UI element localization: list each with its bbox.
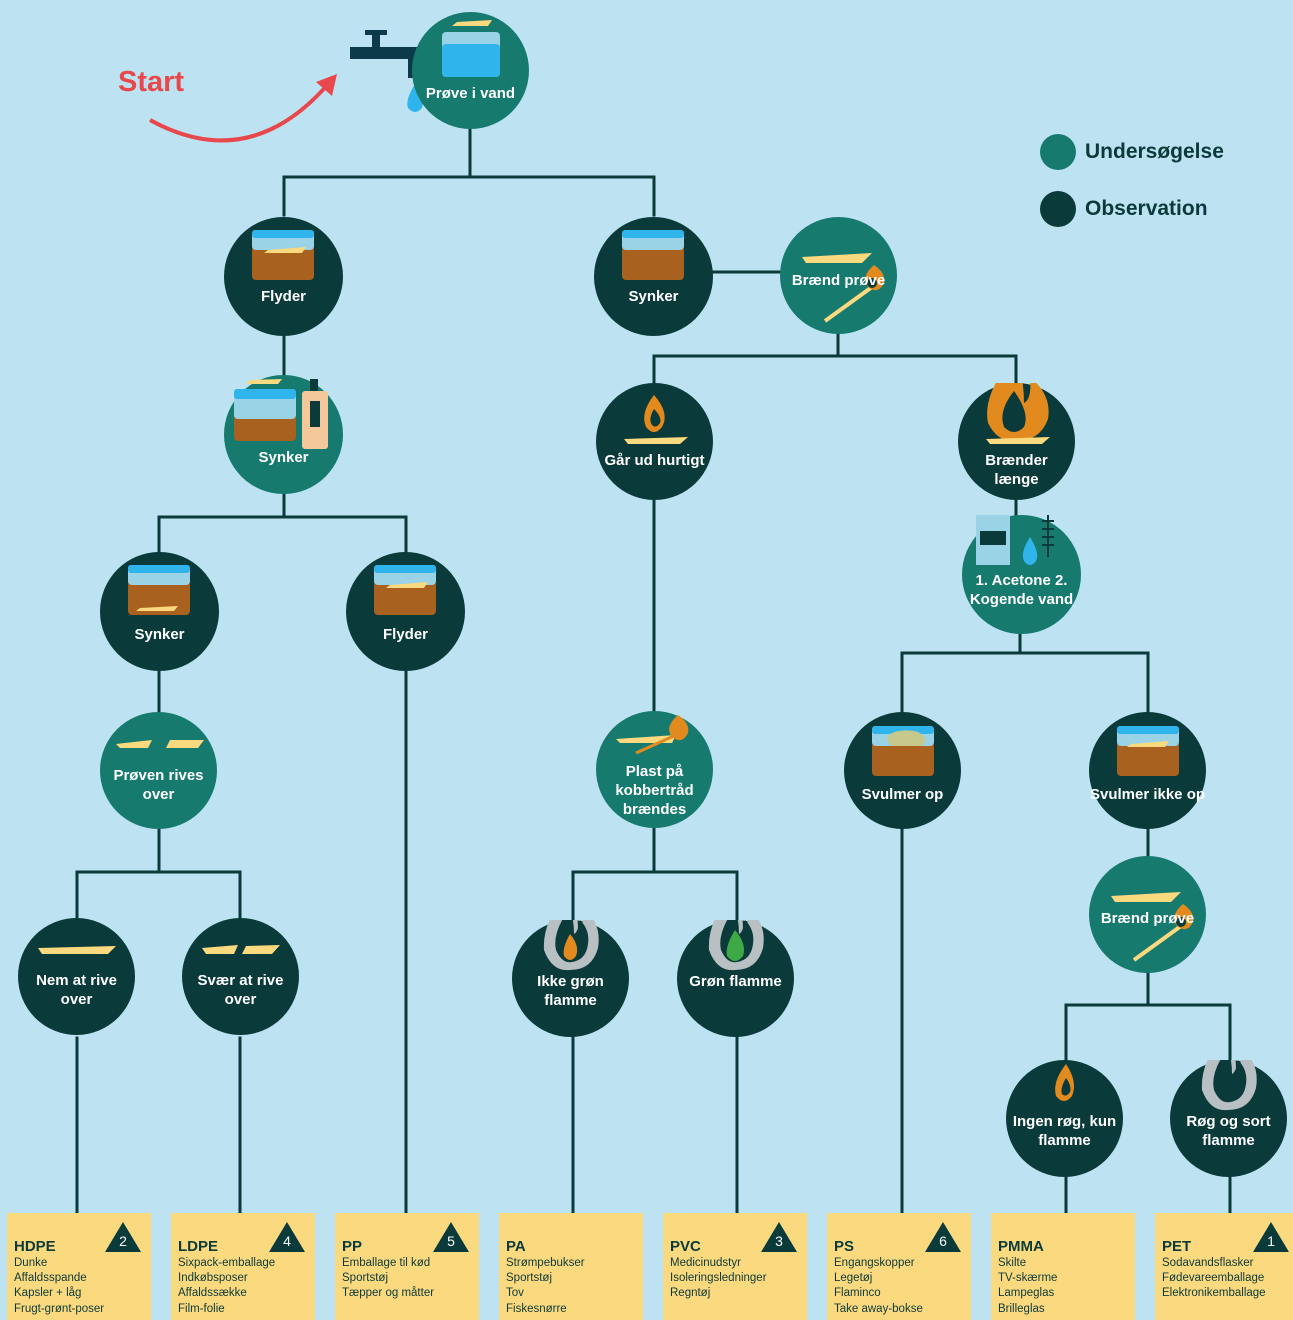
start-label: Start (118, 66, 185, 98)
node-tear-test: Prøven rives over (100, 712, 217, 829)
node-burn-test-2: Brænd prøve (1089, 856, 1206, 973)
torn-strip-icon (202, 945, 280, 954)
recycling-triangle-icon (1253, 1222, 1289, 1252)
node-no-smoke: Ingen røg, kun flamme (1006, 1060, 1123, 1177)
wire-flame-icon (616, 715, 689, 755)
strip-icon (38, 946, 116, 954)
plastic-name: LDPE (178, 1238, 219, 1255)
match-icon (1111, 892, 1194, 962)
node-sinks: Synker (594, 217, 713, 336)
node-burn-test-1: Brænd prøve (780, 217, 897, 334)
recycling-number: 4 (283, 1233, 291, 1249)
recycling-triangle-icon (761, 1222, 797, 1252)
glass-sinking-icon (622, 230, 684, 280)
node-goes-out: Går ud hurtigt (596, 383, 713, 500)
green-flame-icon (708, 920, 764, 971)
bottle-glass-icon (234, 379, 328, 449)
start-arrow-head (316, 74, 337, 96)
plastic-name: PMMA (998, 1238, 1044, 1255)
node-green: Grøn flamme (677, 920, 794, 1037)
water-glass-icon (442, 20, 500, 77)
glass-floating-icon (252, 230, 314, 280)
start-arrow (149, 80, 332, 143)
node-easy-tear: Nem at rive over (18, 918, 135, 1035)
recycling-number: 2 (119, 1233, 127, 1249)
orange-flame-icon (543, 920, 599, 971)
acetone-kettle-icon (976, 515, 1054, 565)
node-not-green: Ikke grøn flamme (512, 920, 629, 1037)
node-alcohol-test: Synker (224, 375, 343, 494)
recycling-triangle-icon (269, 1222, 305, 1252)
node-acetone: 1. Acetone 2. Kogende vand (962, 515, 1081, 634)
flame-icon (1055, 1064, 1074, 1101)
plastic-name: PVC (670, 1238, 701, 1255)
recycling-number: 5 (447, 1233, 455, 1249)
node-copper-wire: Plast på kobbertråd brændes (596, 711, 713, 828)
torn-strip-icon (116, 740, 204, 748)
glass-swelling-icon (872, 726, 934, 776)
recycling-number: 1 (1267, 1233, 1275, 1249)
smoke-flame-icon (1201, 1060, 1257, 1111)
glass-sinking-icon (128, 565, 190, 615)
node-burns-long: Brænder længe (958, 383, 1075, 500)
plastic-name: PA (506, 1238, 526, 1255)
node-smoke: Røg og sort flamme (1170, 1060, 1287, 1177)
node-water-test: Prøve i vand (412, 12, 529, 129)
node-floats: Flyder (224, 217, 343, 336)
legend-label: Undersøgelse (1085, 140, 1224, 163)
plastic-name: PET (1162, 1238, 1192, 1255)
plastic-name: PS (834, 1238, 855, 1255)
node-hard-tear: Svær at rive over (182, 918, 299, 1035)
glass-floating-icon (374, 565, 436, 615)
small-flame-icon (624, 395, 688, 444)
recycling-triangle-icon (433, 1222, 469, 1252)
glass-flat-icon (1117, 726, 1179, 776)
match-icon (802, 253, 885, 323)
node-no-swell: Svulmer ikke op (1089, 712, 1206, 829)
legend-label: Observation (1085, 197, 1208, 220)
node-sinks-left: Synker (100, 552, 219, 671)
recycling-number: 6 (939, 1233, 947, 1249)
node-swells: Svulmer op (844, 712, 961, 829)
recycling-triangle-icon (105, 1222, 141, 1252)
legend-dot-investigation (1040, 134, 1076, 170)
plastic-name: PP (342, 1238, 363, 1255)
recycling-number: 3 (775, 1233, 783, 1249)
node-floats-pp: Flyder (346, 552, 465, 671)
large-flame-icon (986, 383, 1050, 444)
plastic-name: HDPE (14, 1238, 56, 1255)
legend-dot-observation (1040, 191, 1076, 227)
recycling-triangle-icon (925, 1222, 961, 1252)
